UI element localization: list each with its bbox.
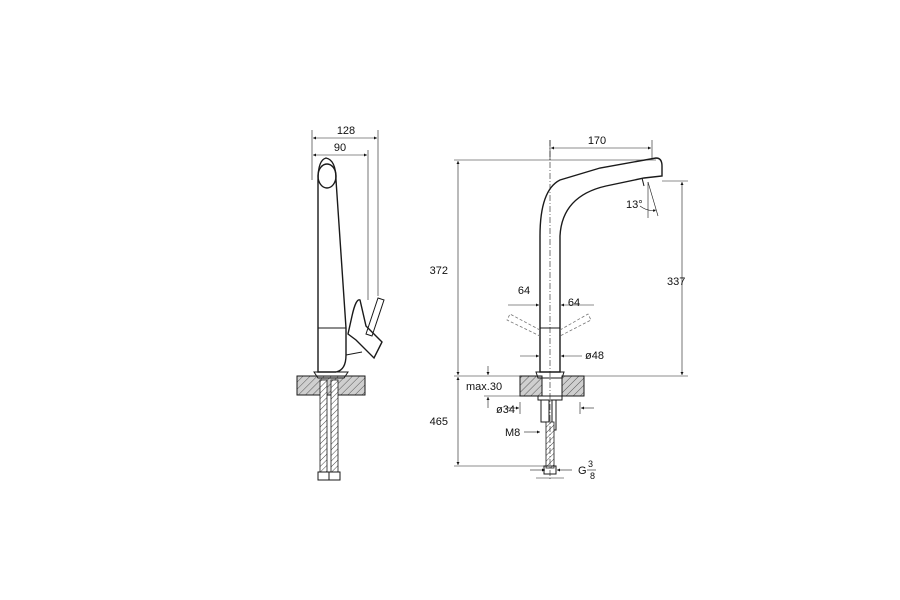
dim-spout-angle: 13° — [626, 199, 643, 211]
front-view: 170 372 337 13° 64 64 ø48 max.30 — [430, 135, 688, 481]
side-hose-2 — [330, 379, 339, 473]
lever-ghost-left — [506, 313, 541, 337]
dim-connection-num: 3 — [588, 459, 593, 469]
dim-lever-right: 64 — [568, 297, 580, 309]
side-cap — [317, 163, 337, 189]
dim-connection-den: 8 — [590, 471, 595, 481]
dim-lever-left: 64 — [518, 285, 530, 297]
dim-body-diameter: ø48 — [585, 350, 604, 362]
front-countertop-left — [519, 375, 543, 397]
side-faucet-body — [317, 157, 347, 373]
dim-stud: M8 — [505, 427, 520, 439]
dim-spout-reach: 170 — [588, 135, 606, 147]
dim-side-depth: 128 — [337, 125, 355, 137]
side-view: 128 90 — [296, 125, 385, 481]
dim-spout-height: 337 — [667, 276, 685, 288]
front-countertop-right — [561, 375, 585, 397]
dim-total-height: 372 — [430, 265, 448, 277]
dim-connection: G — [578, 465, 587, 477]
front-faucet-body — [539, 157, 663, 373]
dim-side-handle: 90 — [334, 142, 346, 154]
side-hose-1 — [319, 379, 328, 473]
dim-max-thickness: max.30 — [466, 381, 502, 393]
dim-hose-length: 465 — [430, 416, 448, 428]
lever-ghost-right — [559, 313, 592, 337]
side-lever — [347, 299, 383, 360]
dim-hole-diameter: ø34 — [496, 404, 515, 416]
